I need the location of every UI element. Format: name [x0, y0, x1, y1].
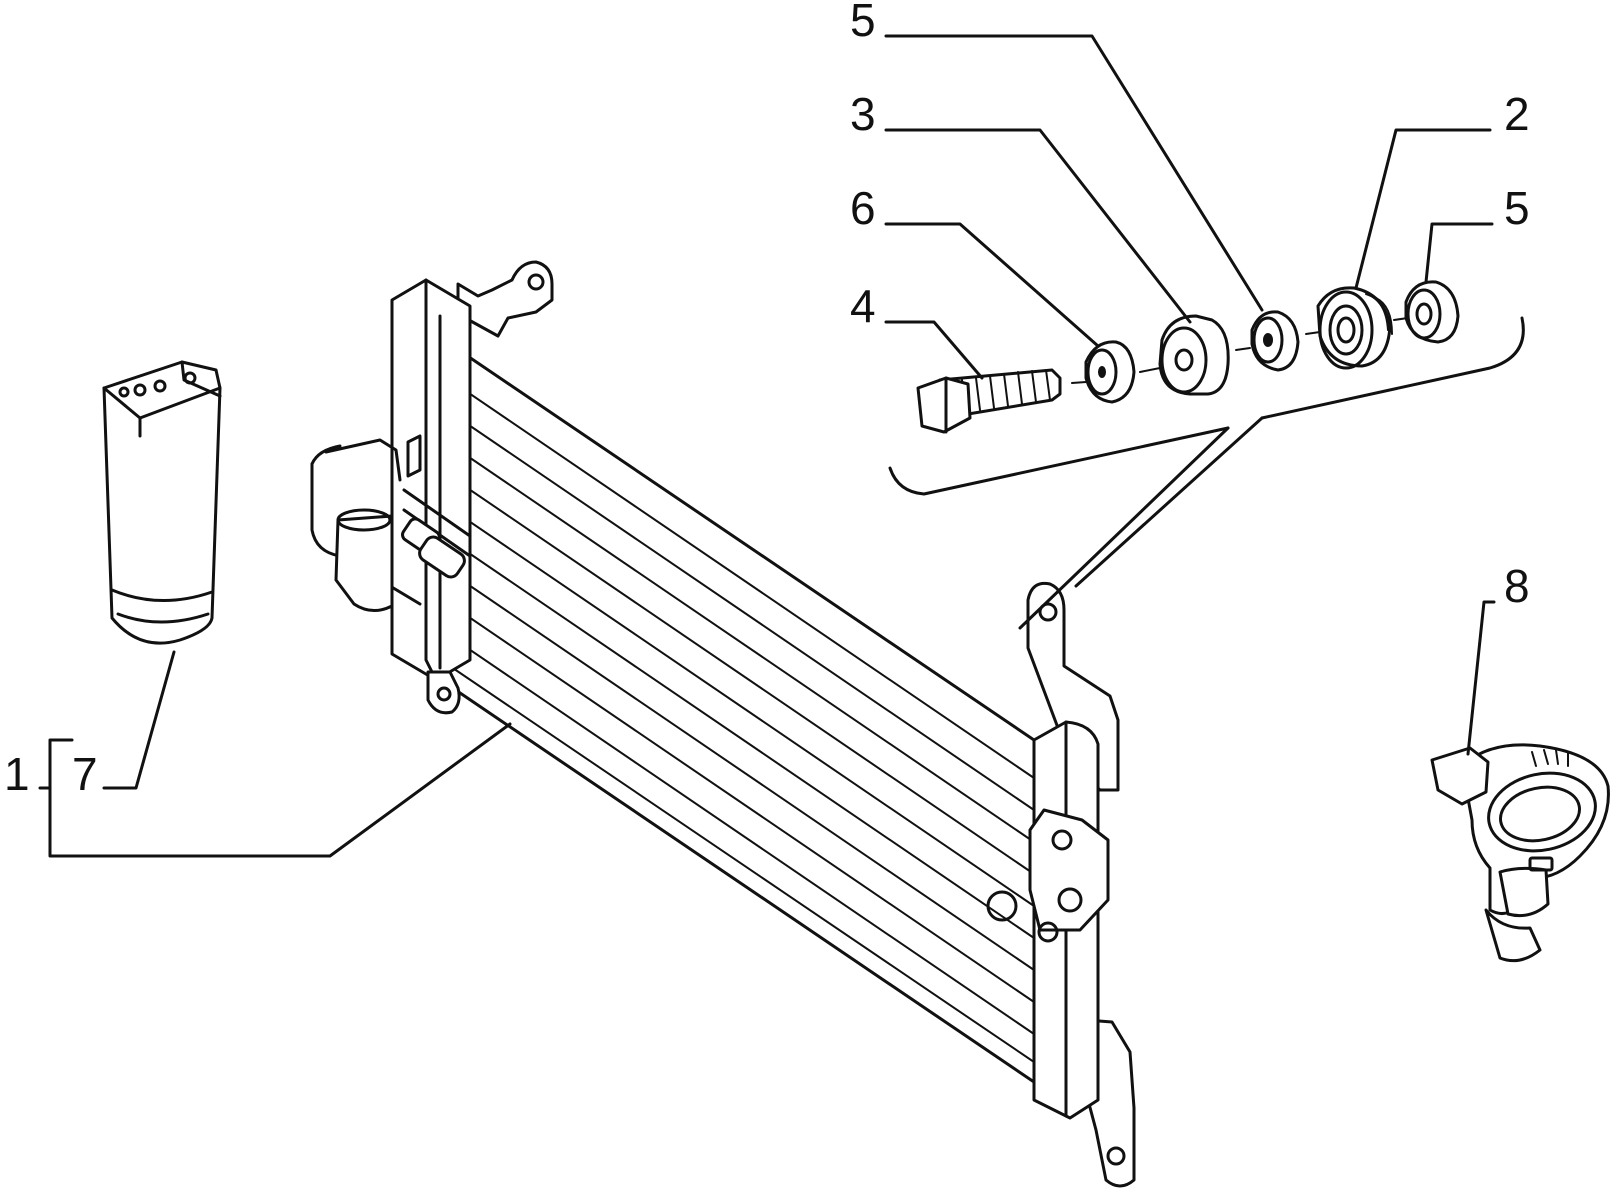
washer-right	[1404, 280, 1460, 344]
leader-lines	[38, 34, 1496, 858]
label-washer-upper: 5	[850, 0, 876, 46]
callout-labels: 5 3 6 4 2 5 8 1 7	[4, 0, 1530, 800]
washer-small	[1084, 340, 1136, 404]
label-bolt: 4	[850, 280, 876, 332]
label-hose-clip: 8	[1504, 560, 1530, 612]
condenser	[310, 260, 1136, 1188]
washer-right-axis-line	[1393, 317, 1409, 321]
label-washer-right: 5	[1504, 182, 1530, 234]
bolt	[916, 368, 1062, 434]
label-bushing: 2	[1504, 88, 1530, 140]
spacer-axis-line	[1139, 367, 1161, 373]
hardware-leader-to-condenser	[1018, 416, 1264, 630]
washer-upper	[1250, 310, 1300, 372]
bushing	[1316, 286, 1393, 370]
receiver-dryer	[102, 360, 222, 645]
spacer	[1158, 314, 1230, 396]
label-spacer: 3	[850, 88, 876, 140]
label-receiver-dryer: 7	[72, 748, 98, 800]
hardware-group-bracket-left	[888, 426, 1230, 496]
bushing-axis-line	[1305, 331, 1321, 335]
hardware-group-bracket-right	[1260, 316, 1525, 420]
label-condenser-assembly: 1	[4, 748, 30, 800]
label-washer-small: 6	[850, 182, 876, 234]
hose-clip	[1430, 743, 1610, 963]
washer-axis-line	[1235, 347, 1251, 351]
